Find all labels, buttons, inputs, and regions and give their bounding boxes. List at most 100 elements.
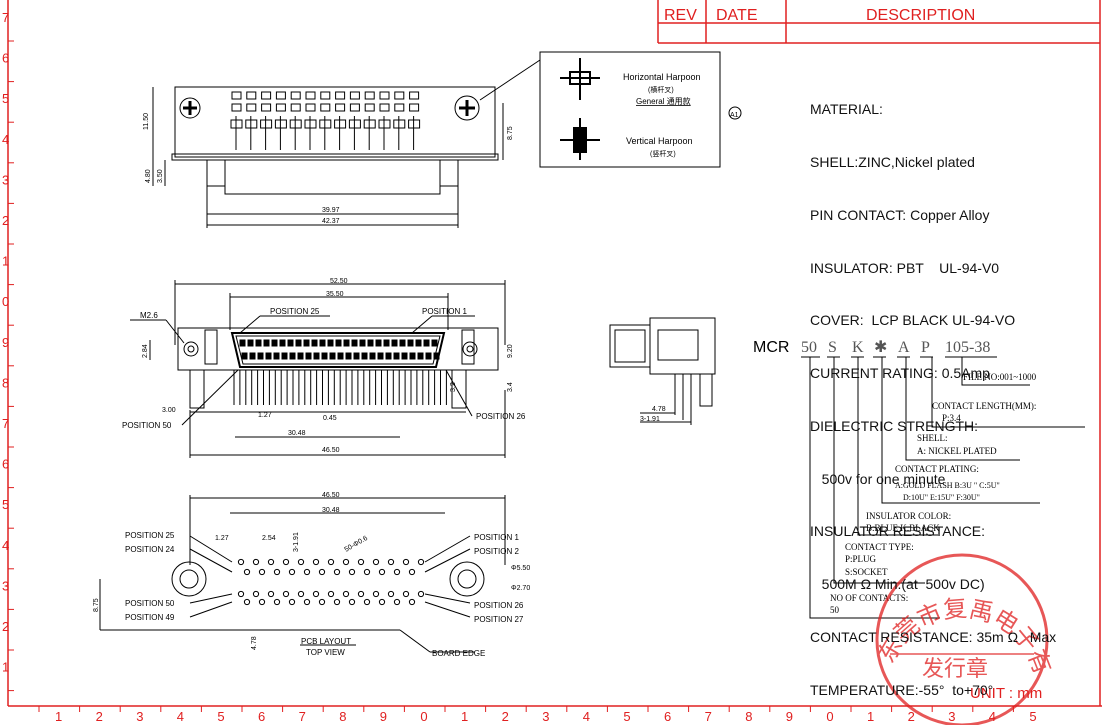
contact-slot	[230, 119, 243, 129]
dim-h2: 3.50	[157, 169, 164, 183]
part-number: MCR 50 S K ✱ A P 105-38 FILE	[753, 339, 1085, 619]
pcb-hole	[342, 558, 350, 566]
top-view-dims: 11.50 8.75 4.80 3.50 39.97 42.37	[143, 113, 514, 225]
pcb-hole	[402, 590, 410, 598]
seal-label: 发行章	[922, 656, 988, 681]
pn-code-color: K	[852, 339, 864, 356]
border-label-bottom: 7	[705, 709, 712, 724]
border-label-bottom: 5	[1029, 709, 1036, 724]
dim-h1: 4.80	[145, 169, 152, 183]
border-label-left: 5	[2, 497, 9, 512]
pcb-hole	[348, 598, 356, 606]
contact-pin	[327, 339, 334, 347]
pn-type-v1: P:PLUG	[845, 554, 877, 564]
contact-pin	[305, 352, 312, 360]
border-label-left: 9	[2, 335, 9, 350]
border-label-bottom: 2	[96, 709, 103, 724]
border-label-bottom: 1	[461, 709, 468, 724]
contact-slot	[231, 91, 242, 100]
fv-position-1: POSITION 1	[422, 307, 467, 316]
contact-pin	[401, 352, 408, 360]
border-label-left: 4	[2, 538, 9, 553]
pcb-hole	[393, 598, 401, 606]
pcb-hole	[318, 568, 326, 576]
border-label-bottom: 1	[55, 709, 62, 724]
border-label-left: 1	[2, 254, 9, 269]
material-line: TEMPERATURE:-55° to+70°	[810, 681, 994, 698]
contact-pin	[265, 352, 272, 360]
pcb-hole-3-1-91: 3-1.91	[293, 532, 300, 552]
dim-overall-height: 11.50	[143, 113, 150, 130]
contact-pin	[279, 339, 286, 347]
pcb-position-25: POSITION 25	[125, 531, 175, 540]
border-label-bottom: 0	[826, 709, 833, 724]
contact-pin	[377, 352, 384, 360]
pcb-hole	[252, 590, 260, 598]
material-line: PIN CONTACT: Copper Alloy	[810, 206, 990, 223]
contact-slot	[379, 103, 390, 112]
pcb-position-2: POSITION 2	[474, 547, 519, 556]
pcb-hole	[303, 568, 311, 576]
contact-pin	[359, 339, 366, 347]
side-view	[609, 317, 716, 425]
pcb-hole	[318, 598, 326, 606]
contact-slot	[305, 91, 316, 100]
border-label-left: 3	[2, 172, 9, 187]
pcb-hole	[303, 598, 311, 606]
contact-slot	[275, 91, 286, 100]
contact-pin	[289, 352, 296, 360]
rev-header: REV	[664, 7, 697, 24]
pn-plating-v1: A:GOLD FLASH B:3U " C:5U"	[895, 481, 1000, 490]
contact-pin	[369, 352, 376, 360]
contact-slot	[290, 91, 301, 100]
harpoon-horizontal-label: Horizontal Harpoon	[623, 72, 701, 82]
fv-position-26: POSITION 26	[476, 412, 526, 421]
material-line: CONTACT RESISTANCE: 35m Ω Max	[810, 629, 1057, 645]
pn-code-plating: ✱	[874, 339, 887, 356]
pn-plating-v2: D:10U" E:15U" F:30U"	[903, 493, 980, 502]
contact-slot	[246, 103, 257, 112]
pcb-position-49: POSITION 49	[125, 613, 175, 622]
fv-dim-3-2: 3.2	[450, 382, 457, 392]
fv-dim-52-50: 52.50	[330, 278, 348, 285]
border-label-left: 0	[2, 294, 9, 309]
pcb-hole	[417, 590, 425, 598]
border-label-left: 7	[2, 10, 9, 25]
pn-contact-length-v: P:3.4	[942, 413, 961, 423]
pcb-hole	[252, 558, 260, 566]
contact-pin	[391, 339, 398, 347]
sv-dim-4-78: 4.78	[652, 406, 666, 413]
pcb-subtitle: TOP VIEW	[306, 648, 345, 657]
border-label-bottom: 6	[664, 709, 671, 724]
harpoon-detail: Horizontal Harpoon (横杆叉) General 通用款 Ver…	[479, 51, 742, 168]
contact-slot	[334, 119, 347, 129]
contact-pin	[321, 352, 328, 360]
pn-prefix: MCR	[753, 339, 789, 356]
contact-pin	[247, 339, 254, 347]
pcb-pitch-1-27: 1.27	[215, 535, 229, 542]
contact-pin	[311, 339, 318, 347]
title-block: REV DATE DESCRIPTION	[664, 7, 975, 24]
contact-pin	[409, 352, 416, 360]
border-label-left: 1	[2, 660, 9, 675]
pcb-hole	[327, 558, 335, 566]
dim-w-inner: 39.97	[322, 207, 340, 214]
pn-contact-length: CONTACT LENGTH(MM):	[932, 401, 1036, 411]
pcb-hole	[267, 558, 275, 566]
border-label-left: 8	[2, 375, 9, 390]
contact-slot	[394, 103, 405, 112]
fv-dim-3-00: 3.00	[162, 407, 176, 414]
contact-pin	[431, 339, 438, 347]
contact-slot	[305, 103, 316, 112]
pcb-hole	[372, 558, 380, 566]
pn-shell: SHELL:	[917, 433, 948, 443]
material-line: INSULATOR: PBT UL-94-V0	[810, 259, 1000, 276]
border-label-bottom: 8	[745, 709, 752, 724]
contact-slot	[364, 91, 375, 100]
pcb-hole	[312, 558, 320, 566]
pcb-layout-labels: 46.50 30.48 1.27 2.54 3-1.91 50-Φ0.6 Φ5.…	[93, 492, 530, 658]
material-line: SHELL:ZINC,Nickel plated	[810, 153, 975, 170]
pcb-hole	[333, 568, 341, 576]
contact-pin	[319, 339, 326, 347]
